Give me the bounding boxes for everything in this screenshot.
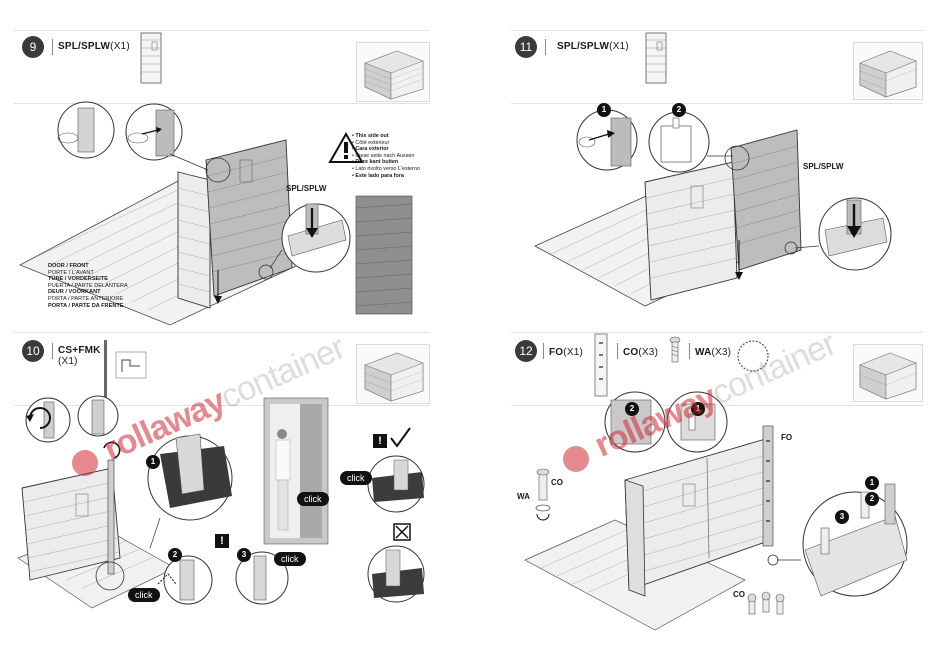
door-it: PORTA / PARTE ANTERIORE <box>48 295 124 302</box>
part-qty: (X3) <box>638 347 659 358</box>
part-name: SPL/SPLW <box>557 41 610 52</box>
part-wa-label: WA(X3) <box>695 347 731 358</box>
caution-badge-center: ! <box>215 534 229 548</box>
watermark-logo <box>72 450 98 476</box>
step-9-panel-label: SPL/SPLW <box>286 184 327 193</box>
co-bottom-label: CO <box>733 590 745 599</box>
this-side-out-list: • This side out • Côté extérieur • Cara … <box>352 133 420 179</box>
door-fr: PORTE / L'AVANT <box>48 269 94 276</box>
part-co-label: CO(X3) <box>623 347 658 358</box>
wall-panel-icon <box>645 32 667 84</box>
step-9-header <box>14 30 430 104</box>
marker-2: 2 <box>672 103 686 117</box>
door-pt: PORTA / PARTE DA FRENTE <box>48 302 124 309</box>
part-qty: (X1) <box>110 41 130 52</box>
marker-2: 2 <box>625 402 639 416</box>
header-separator <box>617 343 618 359</box>
header-separator <box>52 39 53 55</box>
step-9-illustration <box>19 101 413 326</box>
wa-washer-icon <box>737 340 769 372</box>
step-10: 10 CS+FMK (X1) <box>0 320 475 660</box>
marker-2: 2 <box>168 548 182 562</box>
door-es: PUERTA / PARTE DELANTERA <box>48 282 128 289</box>
step-9: 9 SPL/SPLW(X1) <box>0 0 475 326</box>
marker-1: 1 <box>865 476 879 490</box>
header-separator <box>52 343 53 359</box>
marker-1: 1 <box>146 455 160 469</box>
side-out-fr: • Côté extérieur <box>352 139 390 146</box>
watermark-logo <box>563 446 589 472</box>
door-de: TÜRE / VORDERSEITE <box>48 276 108 283</box>
part-qty: (X1) <box>609 41 629 52</box>
fo-callout-label: FO <box>781 433 793 442</box>
side-out-en: • This side out <box>352 133 389 139</box>
side-out-it: • Lato rivolto verso L'esterno <box>352 165 420 172</box>
step-11-header <box>511 30 923 104</box>
right-page: 11 SPL/SPLW(X1) <box>475 0 950 660</box>
fo-strip-icon <box>594 333 608 397</box>
shed-progress-thumbnail <box>356 42 430 102</box>
step-12: 12 FO(X1) CO(X3) WA(X3) <box>475 320 950 660</box>
click-badge-photo: click <box>297 492 329 506</box>
caution-badge-right: ! <box>373 434 387 448</box>
shed-progress-thumbnail <box>356 344 430 404</box>
click-badge-zoom2: click <box>128 588 160 602</box>
side-out-nl: • Deze kant buiten <box>352 159 399 166</box>
step-10-part-qty: (X1) <box>58 356 78 367</box>
step-11-part-label: SPL/SPLW(X1) <box>557 41 629 52</box>
step-12-illustration <box>524 391 908 631</box>
part-name: CO <box>623 347 639 358</box>
marker-1: 1 <box>597 103 611 117</box>
step-12-number: 12 <box>515 340 537 362</box>
door-front-list: DOOR / FRONT PORTE / L'AVANT TÜRE / VORD… <box>48 263 128 309</box>
header-separator <box>543 343 544 359</box>
part-name: FO <box>549 347 564 358</box>
click-badge-zoom3: click <box>274 552 306 566</box>
header-separator <box>689 343 690 359</box>
step-11: 11 SPL/SPLW(X1) <box>475 0 950 320</box>
door-en: DOOR / FRONT <box>48 263 89 269</box>
marker-2: 2 <box>865 492 879 506</box>
part-qty: (X3) <box>711 347 732 358</box>
co-callout-label: CO <box>551 478 563 487</box>
part-name: WA <box>695 347 712 358</box>
step-9-number: 9 <box>22 36 44 58</box>
step-10-illustration <box>17 395 425 609</box>
marker-1: 1 <box>691 402 705 416</box>
part-fo-label: FO(X1) <box>549 347 583 358</box>
side-out-de: • Diese seite nach Aussen <box>352 152 415 159</box>
marker-3: 3 <box>237 548 251 562</box>
part-name: SPL/SPLW <box>58 41 111 52</box>
step-10-header <box>14 332 430 406</box>
left-page: 9 SPL/SPLW(X1) <box>0 0 475 660</box>
step-11-number: 11 <box>515 36 537 58</box>
part-qty: (X1) <box>563 347 583 358</box>
click-badge-check: click <box>340 471 372 485</box>
side-out-pt: • Este lado para fora <box>352 172 404 179</box>
door-nl: DEUR / VOORKANT <box>48 289 101 296</box>
co-screw-icon <box>669 336 681 363</box>
shed-progress-thumbnail <box>853 42 923 100</box>
step-10-number: 10 <box>22 340 44 362</box>
marker-3: 3 <box>835 510 849 524</box>
shed-progress-thumbnail <box>853 344 923 402</box>
wa-callout-label: WA <box>517 492 530 501</box>
header-separator <box>545 39 546 55</box>
part-name: CS+FMK <box>58 345 101 356</box>
step-9-part-label: SPL/SPLW(X1) <box>58 41 130 52</box>
step-11-panel-label: SPL/SPLW <box>803 162 844 171</box>
step-11-illustration <box>534 109 892 307</box>
step-10-part-label: CS+FMK <box>58 345 101 356</box>
corner-strip-icon <box>104 340 147 398</box>
side-out-es: • Cara exterior <box>352 146 389 153</box>
wall-panel-icon <box>140 32 162 84</box>
